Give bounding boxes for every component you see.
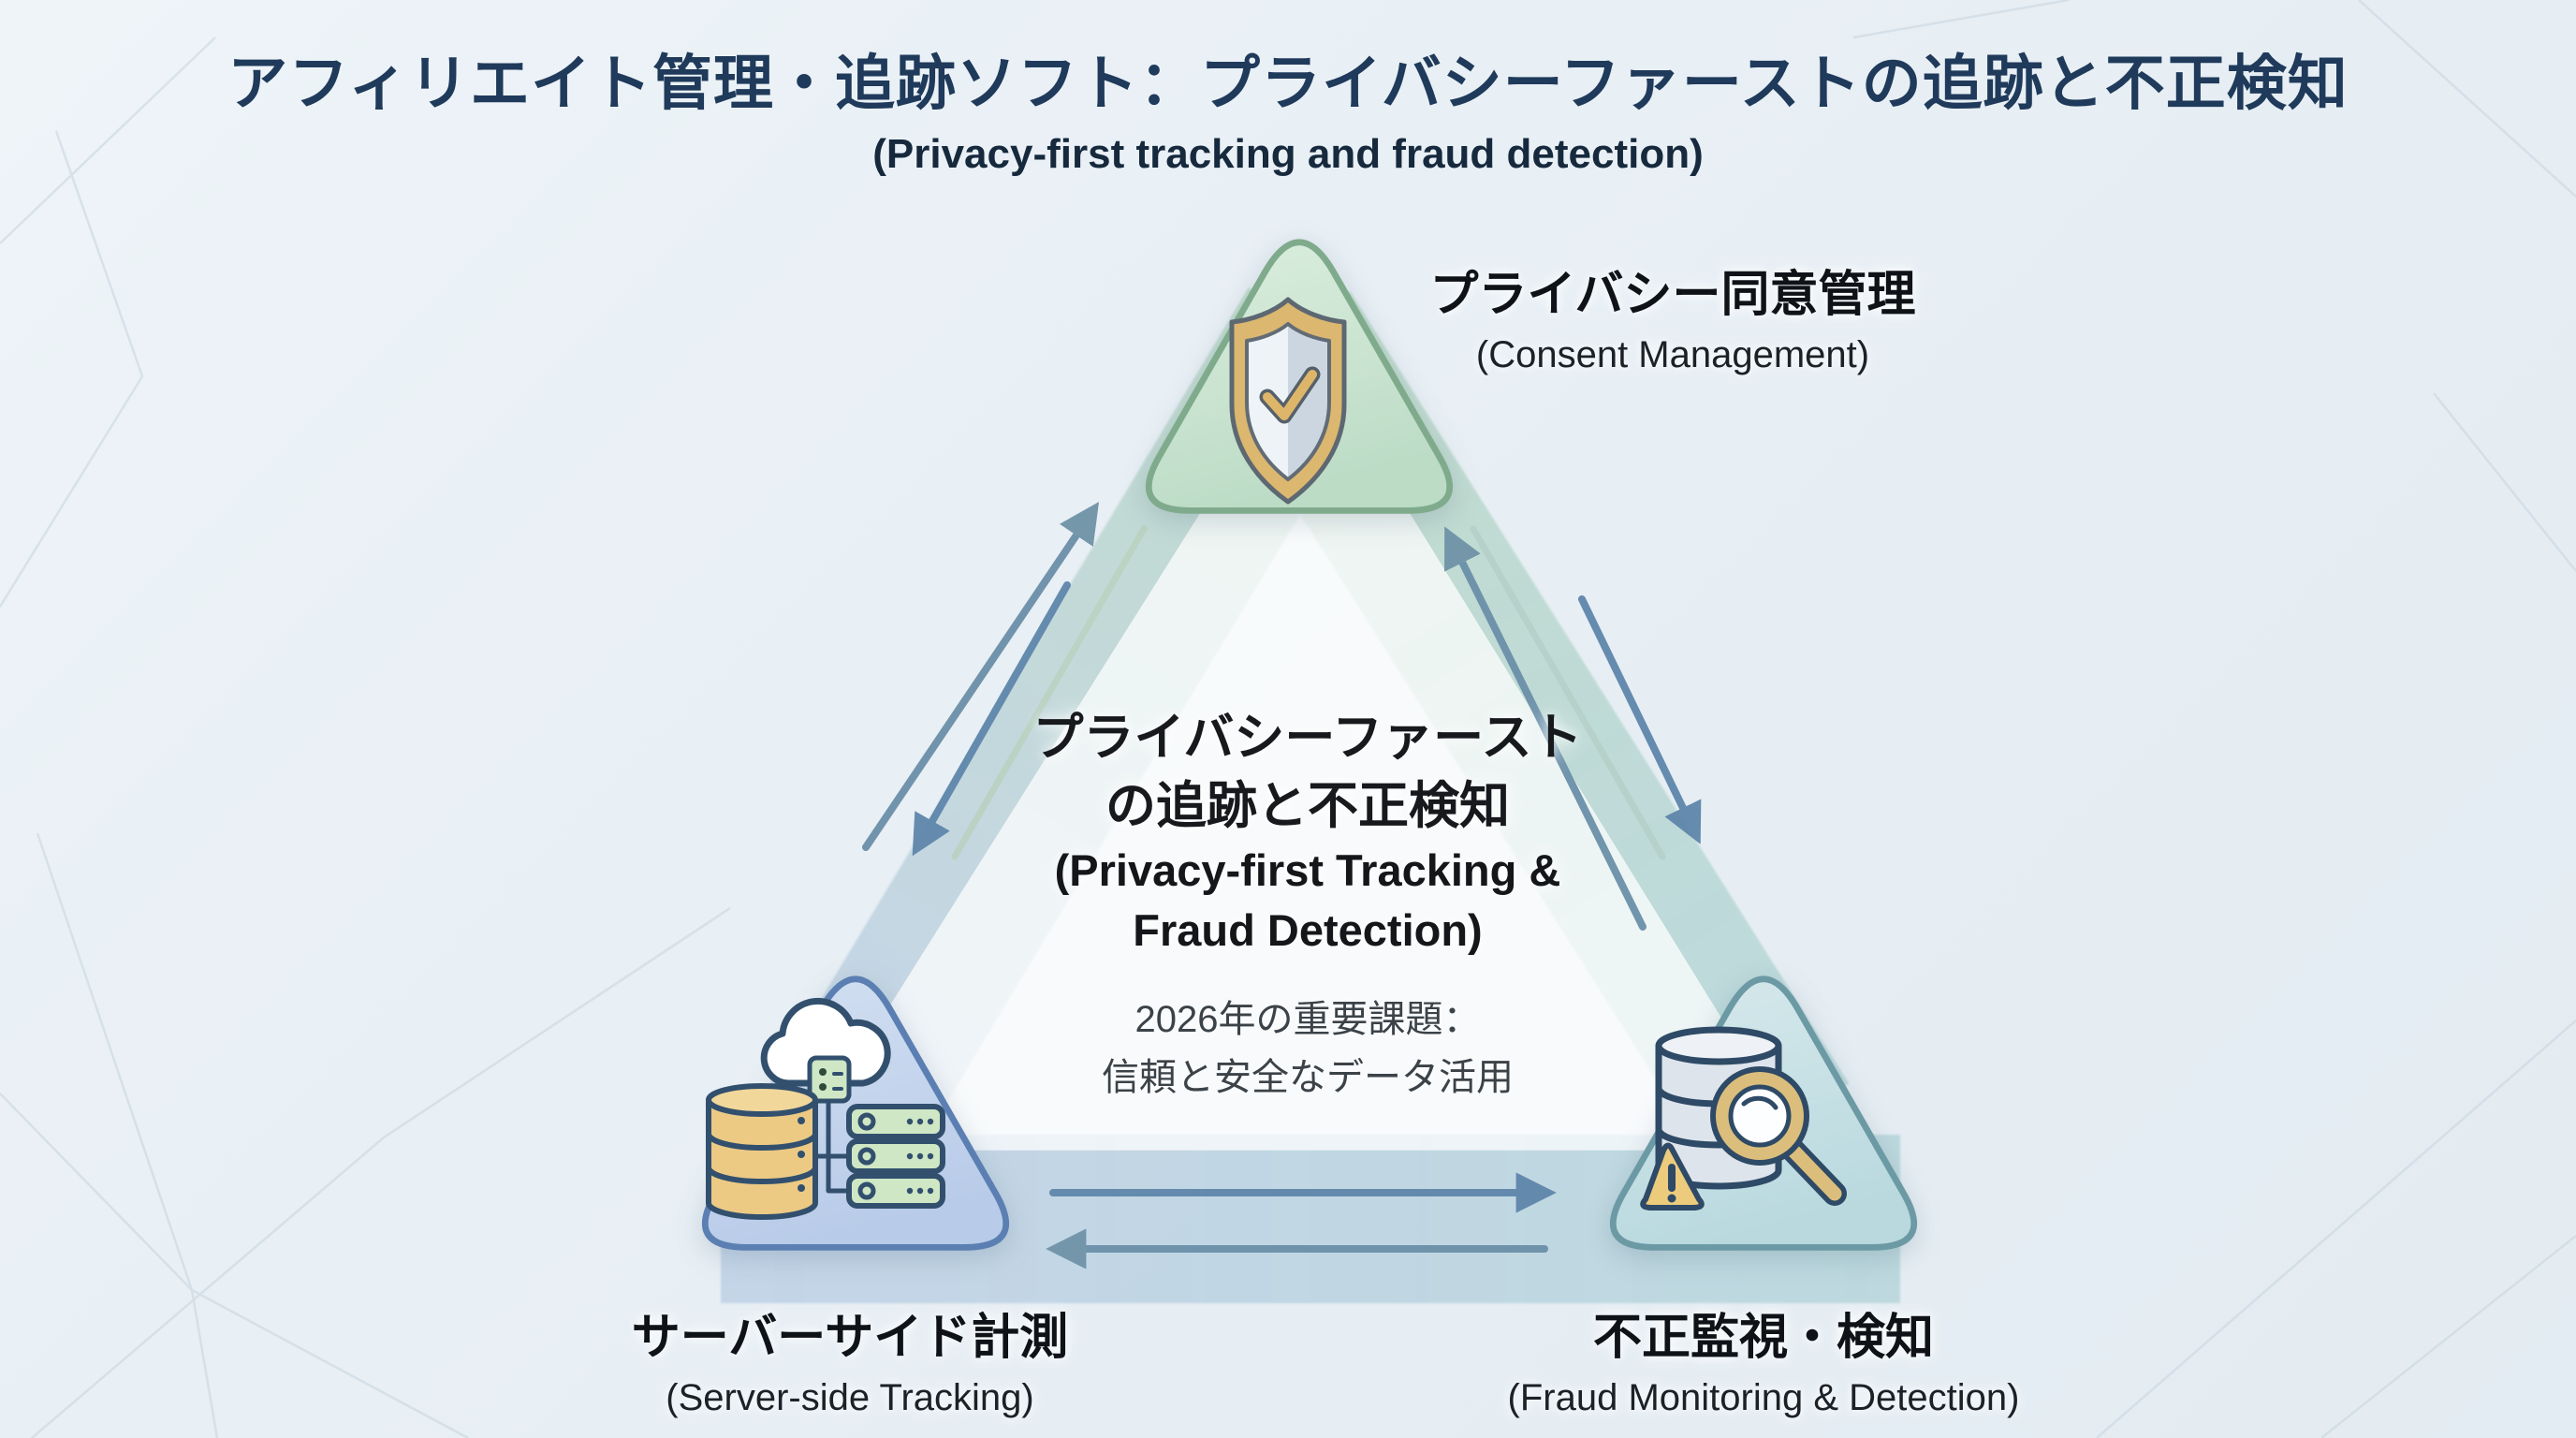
center-heading-jp-line1: プライバシーファースト (1032, 710, 1583, 766)
center-note-line2: 信頼と安全なデータ活用 (1101, 1057, 1514, 1098)
label-server-en: (Server-side Tracking) (666, 1377, 1034, 1418)
label-fraud-jp: 不正監視・検知 (1592, 1311, 1934, 1365)
arrow-fraud-to-consent (1444, 526, 1647, 931)
highlight-line-right (1470, 525, 1666, 860)
label-consent-en: (Consent Management) (1475, 334, 1870, 375)
arrow-server-to-consent (862, 502, 1100, 851)
center-heading-en-line2: Fraud Detection) (1133, 905, 1483, 955)
page-subtitle: (Privacy-first tracking and fraud detect… (872, 131, 1704, 177)
center-heading-en-line1: (Privacy-first Tracking & (1054, 845, 1561, 895)
label-consent-management: プライバシー同意管理 (Consent Management) (1430, 255, 1916, 376)
label-fraud-monitoring: 不正監視・検知 (Fraud Monitoring & Detection) (1508, 1298, 2020, 1419)
arrow-consent-to-fraud (1578, 595, 1702, 844)
label-server-side-tracking: サーバーサイド計測 (Server-side Tracking) (632, 1298, 1068, 1419)
center-note-line1: 2026年の重要課題： (1134, 999, 1481, 1040)
arrow-consent-to-server (912, 581, 1071, 857)
center-heading: プライバシーファースト の追跡と不正検知 (Privacy-first Trac… (1033, 704, 1583, 1107)
highlight-line-left (951, 525, 1148, 860)
center-heading-jp-line2: の追跡と不正検知 (1105, 778, 1510, 834)
database-magnifier-warning-icon (1640, 1026, 1847, 1211)
page-title: アフィリエイト管理・追跡ソフト：プライバシーファーストの追跡と不正検知 (227, 50, 2349, 117)
label-server-jp: サーバーサイド計測 (631, 1311, 1069, 1365)
label-consent-jp: プライバシー同意管理 (1429, 268, 1916, 322)
label-fraud-en: (Fraud Monitoring & Detection) (1507, 1377, 2020, 1418)
cloud-server-database-icon (706, 997, 945, 1220)
shield-check-icon (1229, 297, 1347, 505)
